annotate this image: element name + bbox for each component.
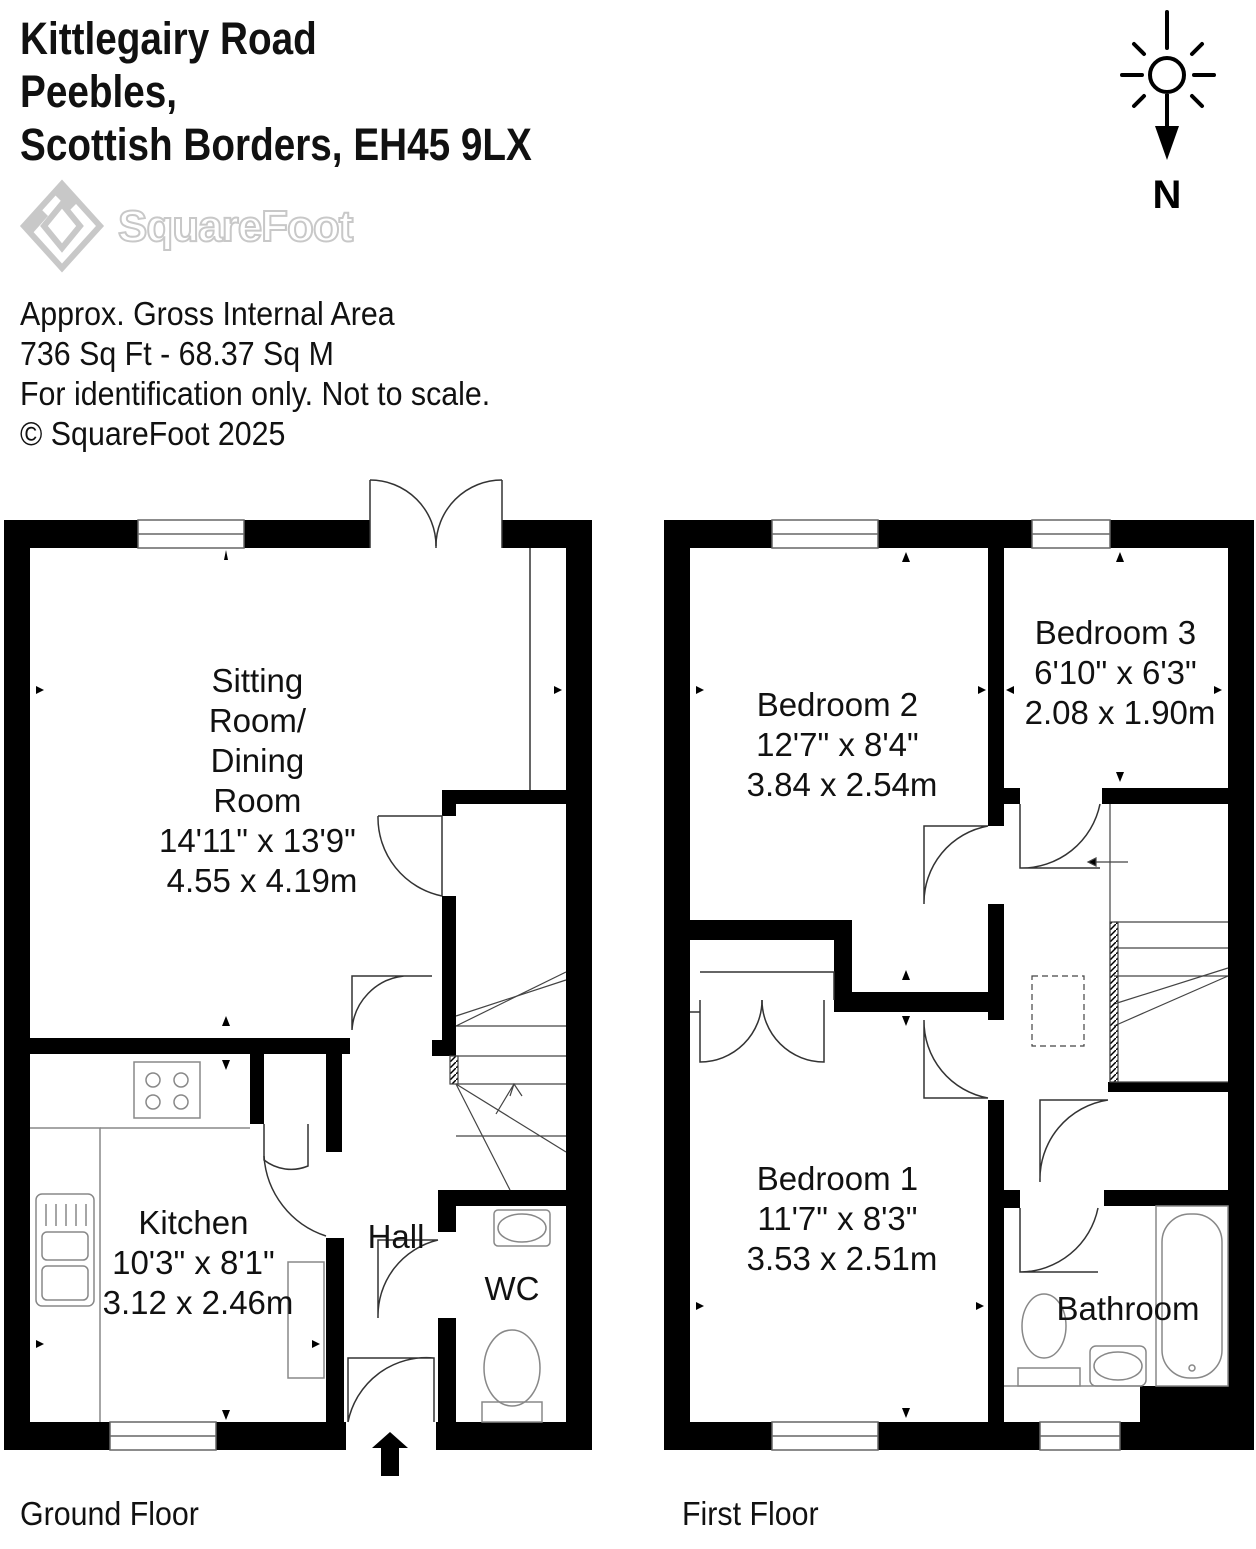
address-line-region: Scottish Borders, EH45 9LX (20, 119, 532, 170)
floor-label-ground: Ground Floor (20, 1495, 199, 1532)
area-info: Approx. Gross Internal Area 736 Sq Ft - … (20, 294, 531, 454)
squarefoot-logo-icon (19, 179, 105, 273)
ground-floor-dimension-markers (36, 550, 562, 1420)
first-floor-plan: Bedroom 2 12'7" x 8'4" 3.84 x 2.54m Bedr… (664, 519, 1254, 1451)
room-label-kitchen: Kitchen 10'3" x 8'1" 3.12 x 2.46m (103, 1204, 294, 1321)
disclaimer: For identification only. Not to scale. (20, 375, 491, 412)
copyright: © SquareFoot 2025 (20, 415, 286, 452)
room-label-bedroom-1: Bedroom 1 11'7" x 8'3" 3.53 x 2.51m (747, 1160, 938, 1277)
squarefoot-logo-text: SquareFoot (117, 201, 354, 252)
ground-floor-windows (109, 519, 245, 1451)
squarefoot-logo: SquareFoot (18, 178, 378, 278)
floor-label-first: First Floor (682, 1495, 819, 1532)
bathroom-fixtures (1004, 1205, 1229, 1387)
first-floor-doors (690, 803, 1109, 1273)
area-value: 736 Sq Ft - 68.37 Sq M (20, 335, 334, 372)
ground-floor-doors (263, 815, 443, 1423)
property-address: Kittlegairy Road Peebles, Scottish Borde… (20, 12, 615, 171)
room-label-bedroom-3: Bedroom 3 6'10" x 6'3" 2.08 x 1.90m (1025, 614, 1216, 731)
french-doors (369, 479, 531, 790)
wc-fixtures (481, 1209, 551, 1423)
north-label: N (1153, 173, 1182, 217)
first-floor-walls (664, 520, 1254, 1450)
entrance-arrow-icon (372, 1432, 408, 1476)
north-arrow-sun-icon: N (1110, 8, 1230, 218)
first-floor-windows (771, 519, 1121, 1451)
ground-floor-plan: Sitting Room/ Dining Room 14'11" x 13'9"… (4, 479, 592, 1476)
room-label-bathroom: Bathroom (1056, 1290, 1199, 1327)
kitchen-fixtures (30, 1061, 325, 1422)
address-line-town: Peebles, (20, 66, 178, 117)
address-line-street: Kittlegairy Road (20, 13, 317, 64)
room-label-sitting-dining: Sitting Room/ Dining Room 14'11" x 13'9"… (159, 662, 365, 899)
room-label-hall: Hall (368, 1218, 425, 1255)
ground-floor-stairs (449, 971, 567, 1191)
room-label-wc: WC (485, 1270, 540, 1307)
room-label-bedroom-2: Bedroom 2 12'7" x 8'4" 3.84 x 2.54m (747, 686, 938, 803)
ground-floor-walls (4, 520, 592, 1450)
first-floor-stairs (1031, 804, 1229, 1083)
area-title: Approx. Gross Internal Area (20, 295, 395, 332)
first-floor-dimension-markers (696, 552, 1222, 1418)
